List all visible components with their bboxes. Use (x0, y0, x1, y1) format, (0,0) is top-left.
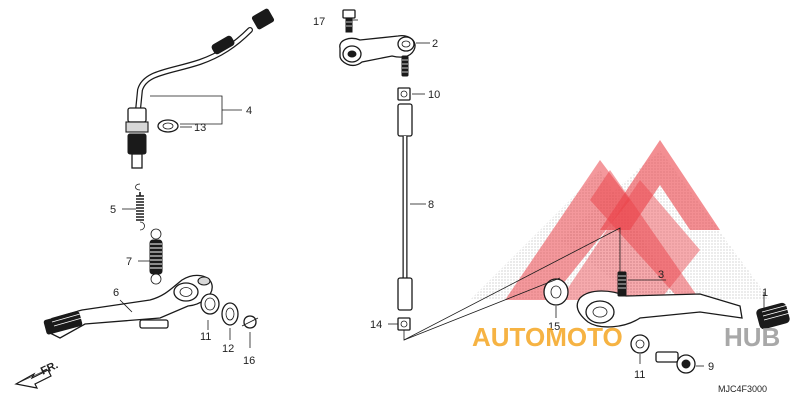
callout-8: 8 (428, 199, 434, 211)
callout-14: 14 (370, 319, 382, 331)
callout-17: 17 (313, 16, 325, 28)
part-17-bolt (342, 9, 356, 33)
part-9-pivot-bolt (655, 351, 696, 374)
part-10-nut (397, 87, 411, 101)
part-16-cotter-pin (241, 315, 259, 329)
callout-6: 6 (113, 287, 119, 299)
callout-16: 16 (243, 355, 255, 367)
callout-7: 7 (126, 256, 132, 268)
callout-9: 9 (708, 361, 714, 373)
part-5-spring (135, 183, 145, 231)
callout-1: 1 (762, 287, 768, 299)
part-14-nut (397, 317, 411, 331)
callout-13: 13 (194, 122, 206, 134)
callout-11-right: 11 (634, 369, 645, 381)
part-7-spring (149, 228, 163, 285)
part-1-shift-rubber (756, 302, 791, 330)
part-4-switch-assembly (125, 8, 275, 169)
part-2-shift-arm (339, 35, 416, 77)
watermark-text-gray: HUB (724, 322, 780, 352)
part-15-washer (543, 278, 569, 306)
part-8-shift-rod (397, 103, 413, 311)
part-3-shift-pedal (576, 271, 743, 328)
front-direction-arrow: FR. (14, 359, 60, 389)
callout-4: 4 (246, 105, 252, 117)
part-11-washer-left (200, 293, 220, 315)
callout-11-left: 11 (200, 331, 211, 343)
part-12-washer (221, 302, 239, 326)
watermark-text-orange: AUTOMOTO (472, 322, 623, 352)
callout-labels: 17 2 10 4 13 5 7 6 8 14 3 1 9 11 12 16 1… (110, 16, 768, 381)
diagram-code: MJC4F3000 (718, 384, 767, 394)
watermark-logo (470, 140, 770, 300)
callout-3: 3 (658, 269, 664, 281)
callout-10: 10 (428, 89, 440, 101)
leader-lines (119, 19, 765, 367)
part-13-clip (157, 119, 179, 133)
front-arrow-label: FR. (39, 359, 60, 377)
part-6-brake-pedal (43, 274, 213, 339)
callout-5: 5 (110, 204, 116, 216)
callout-12: 12 (222, 343, 234, 355)
part-11-washer-right (630, 334, 650, 354)
watermark-text: AUTOMOTO HUB (472, 322, 780, 352)
callout-2: 2 (432, 38, 438, 50)
callout-15: 15 (548, 321, 560, 333)
